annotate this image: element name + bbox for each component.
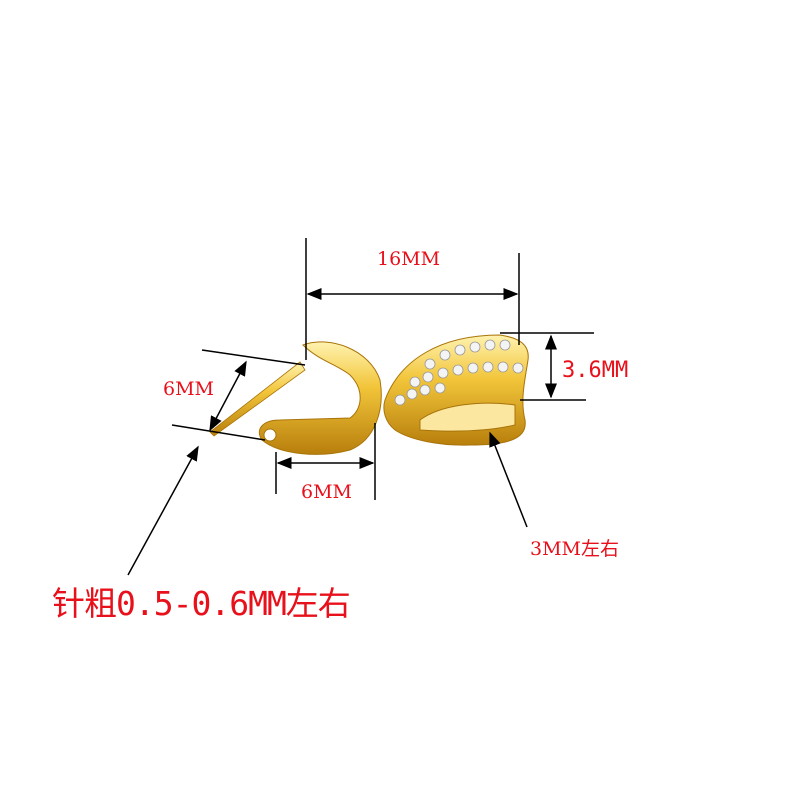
height-label: 3.6MM [562,358,629,383]
thickness-label: 3MM左右 [530,538,619,560]
dimension-lines [127,238,594,576]
opening-label: 6MM [301,481,352,503]
pin-length-label: 6MM [163,378,214,400]
width-label: 16MM [377,248,441,270]
bail-right [383,334,529,446]
pin-gauge-label: 针粗0.5-0.6MM左右 [52,584,351,623]
bail-left [209,341,382,455]
